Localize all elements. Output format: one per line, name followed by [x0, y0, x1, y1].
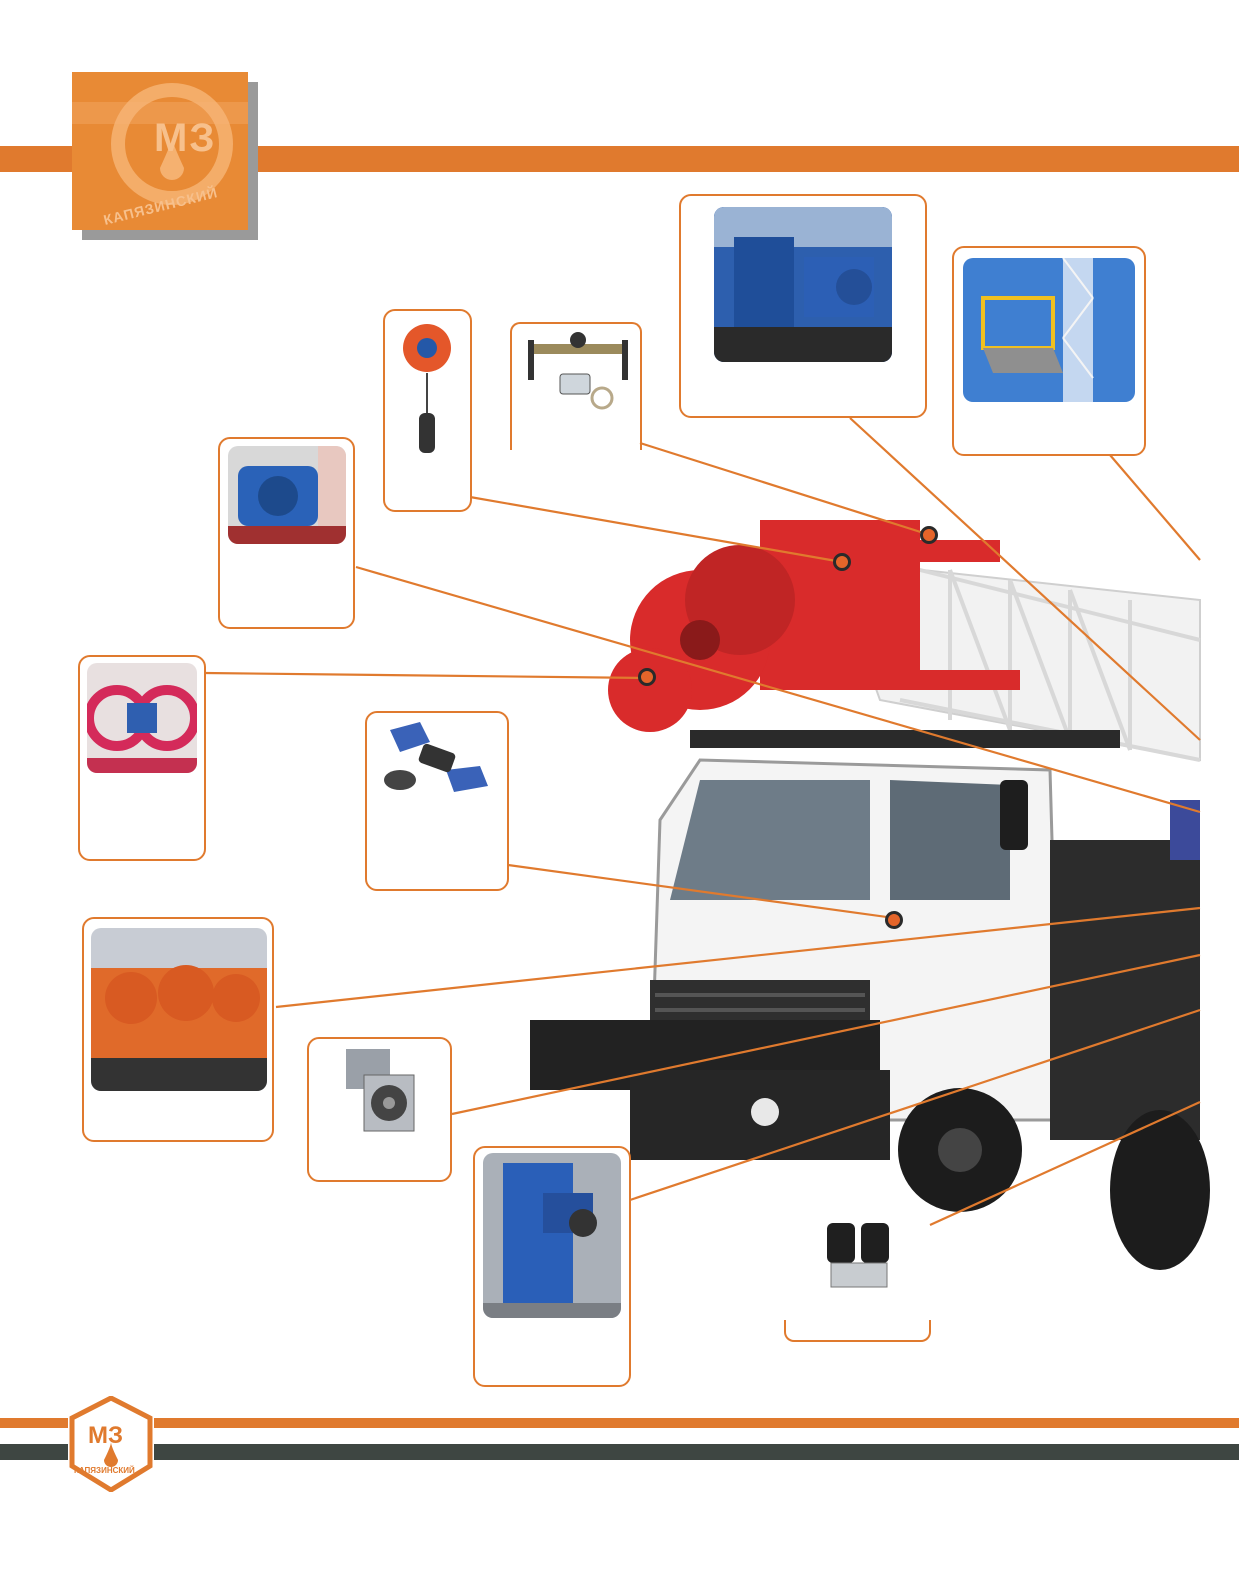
callout-load-indicator[interactable]: [510, 322, 642, 450]
marker-crown[interactable]: [920, 526, 938, 544]
callout-air-dryer[interactable]: [784, 1320, 931, 1342]
footer-band-dark: [0, 1444, 1239, 1460]
footer-logo: МЗ КАПЯЗИНСКИЙ: [68, 1396, 154, 1492]
mast-drive-photo: [714, 207, 892, 362]
marker-gps[interactable]: [885, 911, 903, 929]
drum-assembly-photo: [91, 928, 267, 1091]
load-indicator-photo: [522, 326, 634, 410]
logo-monogram: МЗ: [154, 116, 217, 160]
footer-logo-monogram: МЗ: [88, 1422, 124, 1449]
gearbox-photo: [483, 1153, 621, 1318]
callout-gps-antenna[interactable]: [365, 711, 509, 891]
gps-antenna-photo: [380, 720, 496, 800]
footer-logo-wordmark: КАПЯЗИНСКИЙ: [74, 1466, 135, 1475]
footer-band-orange: [0, 1418, 1239, 1428]
logo: МЗ КАПЯЗИНСКИЙ: [72, 72, 258, 240]
service-rig-truck-illustration: [530, 520, 1210, 1270]
work-platform-photo: [963, 258, 1135, 402]
connector-lines: [204, 417, 1201, 1227]
drawworks-drum-photo: [87, 663, 197, 773]
hoist-winch-photo: [228, 446, 346, 544]
oil-cooler-photo: [340, 1045, 420, 1145]
fall-arrester-photo: [397, 318, 457, 458]
marker-fall-arrester[interactable]: [833, 553, 851, 571]
air-dryer-photo: [821, 1215, 901, 1295]
marker-drum[interactable]: [638, 668, 656, 686]
